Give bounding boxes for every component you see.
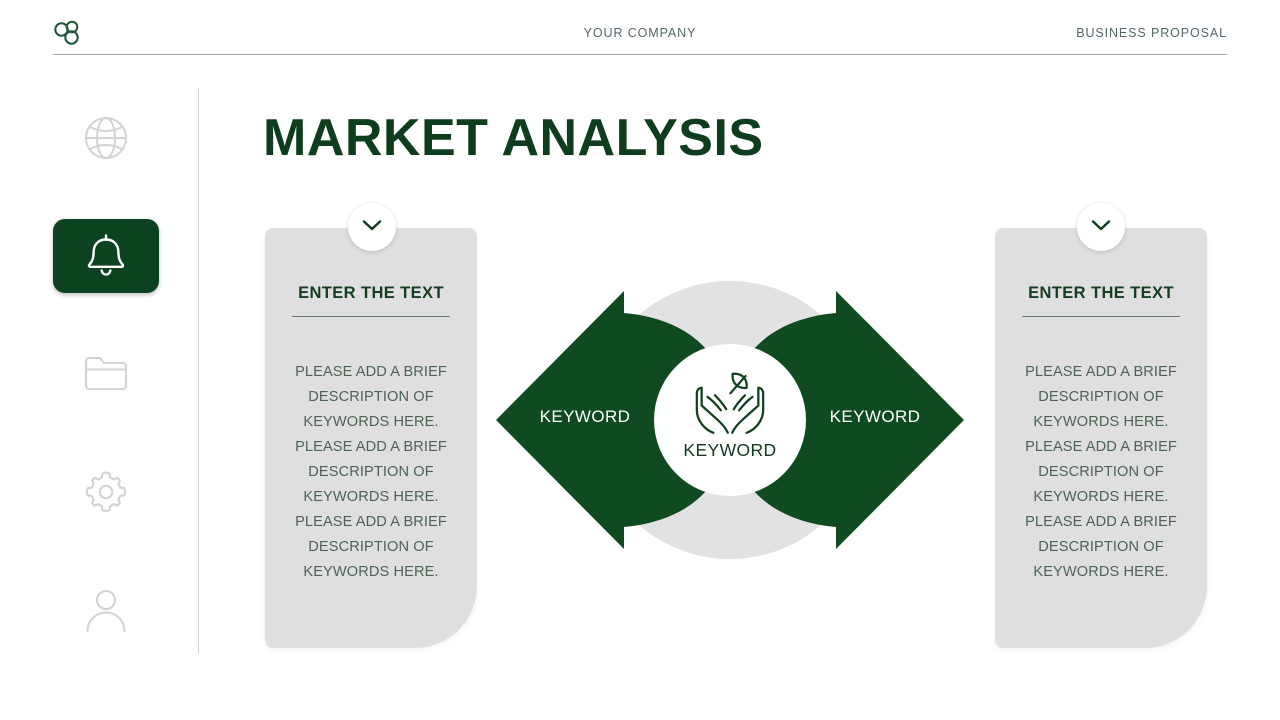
card-heading-underline (1022, 316, 1180, 317)
gear-icon (81, 467, 131, 517)
expand-card-left-button[interactable] (348, 203, 396, 251)
chevron-down-icon (1090, 218, 1112, 237)
chevron-down-icon (361, 218, 383, 237)
left-arrow-label: KEYWORD (539, 407, 631, 426)
slide-header: YOUR COMPANY BUSINESS PROPOSAL (0, 0, 1280, 56)
right-arrow-shape (730, 291, 964, 549)
info-card-left: ENTER THE TEXT PLEASE ADD A BRIEF DESCRI… (265, 228, 477, 648)
user-icon (81, 585, 131, 635)
header-divider (53, 54, 1227, 55)
sidebar-nav (53, 88, 159, 654)
left-arrow-shape (496, 291, 730, 549)
card-body-text: PLEASE ADD A BRIEF DESCRIPTION OF KEYWOR… (1025, 364, 1177, 580)
keyword-diagram: KEYWORD KEYWORD KEYWORD (480, 255, 980, 590)
right-arrow-label: KEYWORD (829, 407, 921, 426)
sidebar-divider (198, 88, 199, 654)
expand-card-right-button[interactable] (1077, 203, 1125, 251)
hands-holding-plant-icon (695, 372, 765, 434)
sidebar-item-settings[interactable] (53, 455, 159, 529)
card-heading: ENTER THE TEXT (1028, 284, 1174, 302)
info-card-right: ENTER THE TEXT PLEASE ADD A BRIEF DESCRI… (995, 228, 1207, 648)
page-title: MARKET ANALYSIS (263, 109, 764, 167)
document-type-label: BUSINESS PROPOSAL (1076, 26, 1227, 40)
card-heading: ENTER THE TEXT (298, 284, 444, 302)
company-name: YOUR COMPANY (583, 26, 697, 40)
bell-icon (84, 233, 128, 279)
sidebar-item-profile[interactable] (53, 573, 159, 647)
inner-circle (654, 344, 806, 496)
card-heading-underline (292, 316, 450, 317)
three-circles-logo-icon (53, 20, 81, 46)
folder-icon (81, 352, 131, 396)
sidebar-item-notifications[interactable] (53, 219, 159, 293)
globe-icon (81, 113, 131, 163)
card-body-text: PLEASE ADD A BRIEF DESCRIPTION OF KEYWOR… (295, 364, 447, 580)
sidebar-item-folder[interactable] (53, 337, 159, 411)
center-keyword-label: KEYWORD (683, 440, 777, 460)
sidebar-item-globe[interactable] (53, 101, 159, 175)
